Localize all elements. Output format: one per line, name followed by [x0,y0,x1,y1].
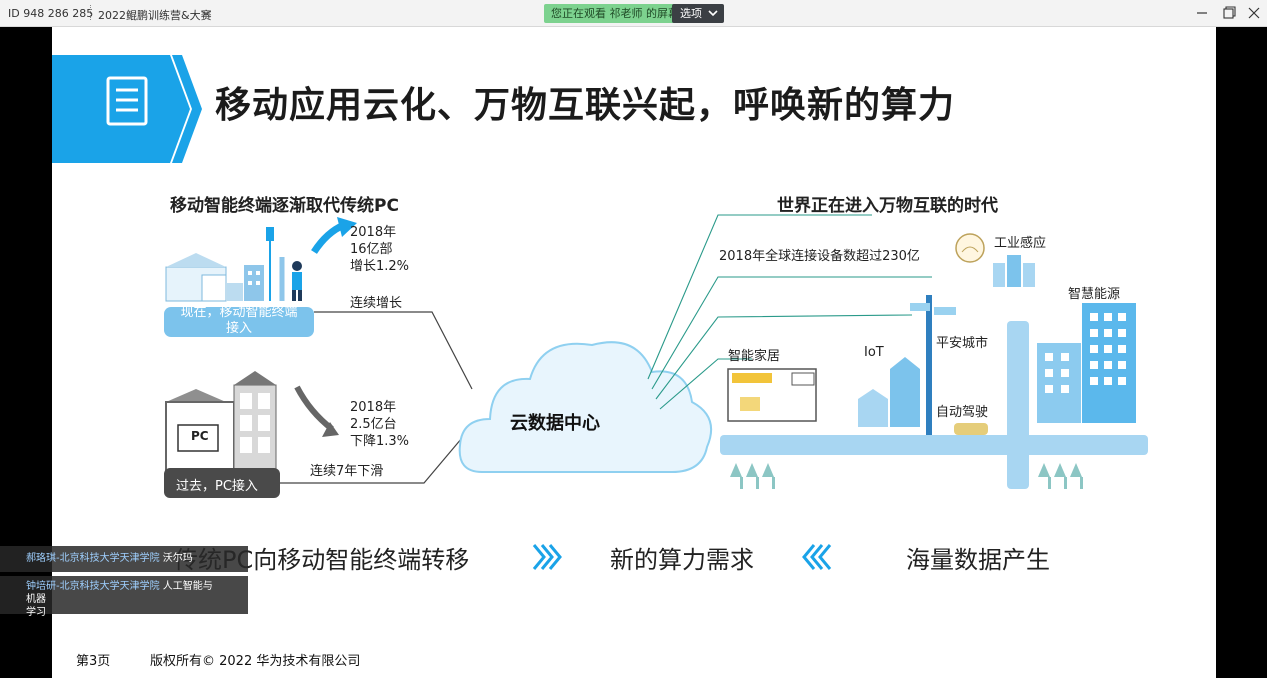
trees-icon [730,463,1083,489]
document-icon [106,76,148,126]
mobile-banner-text: 现在，移动智能终端 接入 [174,305,304,337]
pc-office-icon [165,371,277,473]
double-left-arrow-icon [802,544,832,570]
copyright: 版权所有© 2022 华为技术有限公司 [150,654,361,669]
pc-trend: 连续7年下滑 [310,464,384,479]
minimize-icon[interactable] [1192,4,1212,22]
restore-icon[interactable] [1219,4,1239,22]
titlebar-divider [90,5,91,20]
shared-slide: 移动应用云化、万物互联兴起，呼唤新的算力 移动智能终端逐渐取代传统PC 2018… [52,27,1216,678]
industrial-label: 工业感应 [994,236,1047,251]
title-tab [52,55,202,163]
right-heading: 世界正在进入万物互联的时代 [777,196,998,216]
close-icon[interactable] [1244,4,1264,22]
participant-message: 人工智能与机器 [26,581,213,605]
slide-artwork [52,55,1148,570]
left-heading: 移动智能终端逐渐取代传统PC [170,196,399,216]
mobile-stat-year: 2018年 [350,225,397,240]
iot-label: IoT [864,345,884,360]
autonomous-label: 自动驾驶 [936,405,989,420]
cloud-datacenter-icon [458,341,712,473]
participant-note: 钟培研-北京科技大学天津学院 人工智能与机器 学习 [0,576,248,618]
smart-home-label: 智能家居 [728,349,781,364]
pc-stat-year: 2018年 [350,400,397,415]
meeting-id: ID 948 286 285 [8,7,94,20]
road-graphic [720,435,1148,455]
slide-title: 移动应用云化、万物互联兴起，呼唤新的算力 [215,85,956,126]
window-titlebar: ID 948 286 285 2022鲲鹏训练营&大赛 您正在观看 祁老师 的屏… [0,0,1267,27]
viewing-screen-banner: 您正在观看 祁老师 的屏幕 [544,4,686,23]
mobile-stat-count: 16亿部 [350,242,393,257]
bottom-right-text: 海量数据产生 [906,546,1050,574]
mobile-trend: 连续增长 [350,296,403,311]
mobile-banner-line1: 现在，移动智能终端 [180,305,298,320]
page-number: 第3页 [76,654,111,669]
pc-stat-decline: 下降1.3% [350,434,410,449]
mobile-access-banner [164,307,314,337]
participant-name: 钟培研-北京科技大学天津学院 [26,581,160,592]
double-right-arrow-icon [532,544,562,570]
decline-arrow-icon [294,385,334,432]
chevron-down-icon[interactable] [199,6,213,20]
smart-home-icon [727,368,817,422]
bottom-middle-text: 新的算力需求 [610,546,754,574]
devices-stat: 2018年全球连接设备数超过230亿 [719,249,920,264]
growth-arrow-icon [311,221,346,254]
smart-energy-label: 智慧能源 [1068,287,1121,302]
safe-city-label: 平安城市 [936,336,989,351]
iot-building-icon [858,295,956,435]
industrial-sensor-icon [955,233,1035,287]
pc-stat-count: 2.5亿台 [350,417,397,432]
participant-message-cont: 学习 [26,607,46,618]
participant-message: 沃尔玛 [162,553,193,564]
chevron-down-icon [708,10,718,17]
mobile-city-icon [165,227,302,302]
options-label: 选项 [680,7,702,20]
pc-access-banner [164,468,280,498]
mobile-stats: 2018年 16亿部 增长1.2% [350,224,409,275]
participant-note: 郝珞琪-北京科技大学天津学院 沃尔玛 [0,546,248,572]
mobile-stat-growth: 增长1.2% [350,259,410,274]
meeting-name: 2022鲲鹏训练营&大赛 [98,9,212,22]
pc-screen-label: PC [191,429,209,443]
cloud-label: 云数据中心 [510,413,600,434]
mobile-banner-line2: 接入 [225,321,252,336]
pc-stats: 2018年 2.5亿台 下降1.3% [350,399,409,450]
smart-energy-buildings-icon [1037,303,1136,423]
autonomous-car-icon [954,423,988,435]
options-button[interactable]: 选项 [672,4,724,23]
participant-name: 郝珞琪-北京科技大学天津学院 [26,553,160,564]
pc-banner-text: 过去，PC接入 [176,479,258,494]
